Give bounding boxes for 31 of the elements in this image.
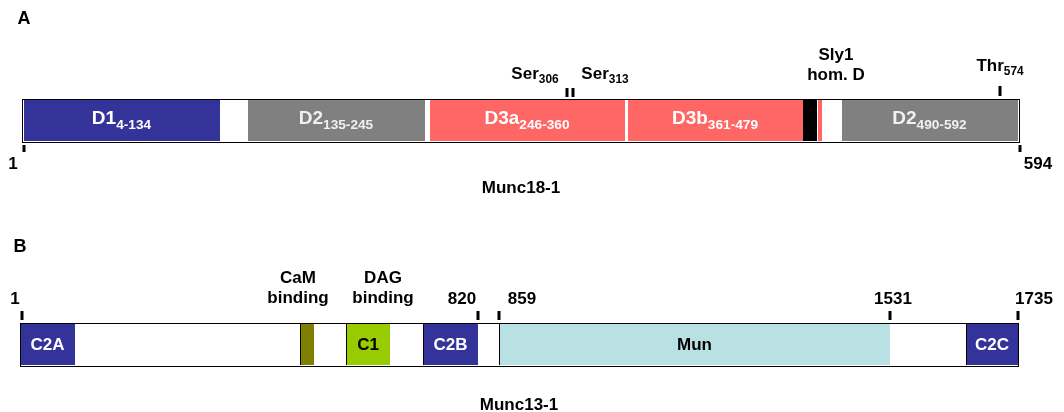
domain-segment: C2C bbox=[965, 323, 1018, 365]
region-label: Sly1 hom. D bbox=[806, 45, 866, 85]
panel-label: B bbox=[13, 236, 27, 257]
protein-name: Munc13-1 bbox=[479, 395, 559, 412]
domain-segment: D1$_{4-134}$ bbox=[23, 99, 220, 141]
domain-segment bbox=[817, 99, 822, 141]
domain-segment: C2A bbox=[20, 323, 75, 365]
domain-segment: C2B bbox=[422, 323, 478, 365]
residue-label: Thr$_{574}$ bbox=[976, 56, 1024, 79]
domain-segment: D3a$_{246-360}$ bbox=[429, 99, 625, 141]
residue-label: Ser$_{306}$ bbox=[511, 64, 559, 87]
protein-name: Munc18-1 bbox=[481, 178, 561, 198]
domain-segment: Mun bbox=[498, 323, 890, 365]
domain-segment: C1 bbox=[345, 323, 390, 365]
protein-bar bbox=[22, 99, 1020, 143]
domain-segment: D3b$_{361-479}$ bbox=[627, 99, 803, 141]
domain-segment bbox=[299, 323, 314, 365]
domain-segment: D2$_{490-592}$ bbox=[841, 99, 1018, 141]
region-label: CaM binding bbox=[266, 268, 330, 308]
protein-bar bbox=[20, 323, 1019, 367]
position-number: 820 bbox=[447, 289, 477, 309]
position-number: 1531 bbox=[874, 289, 912, 309]
position-number: 1 bbox=[10, 289, 20, 309]
region-label: DAG binding bbox=[351, 268, 415, 308]
position-number: 1735 bbox=[1015, 289, 1053, 309]
position-number: 1 bbox=[8, 154, 18, 174]
position-number: 594 bbox=[1023, 154, 1053, 174]
residue-label: Ser$_{313}$ bbox=[581, 64, 629, 87]
position-number: 859 bbox=[507, 289, 537, 309]
domain-segment: D2$_{135-245}$ bbox=[247, 99, 425, 141]
panel-label: A bbox=[17, 8, 31, 29]
